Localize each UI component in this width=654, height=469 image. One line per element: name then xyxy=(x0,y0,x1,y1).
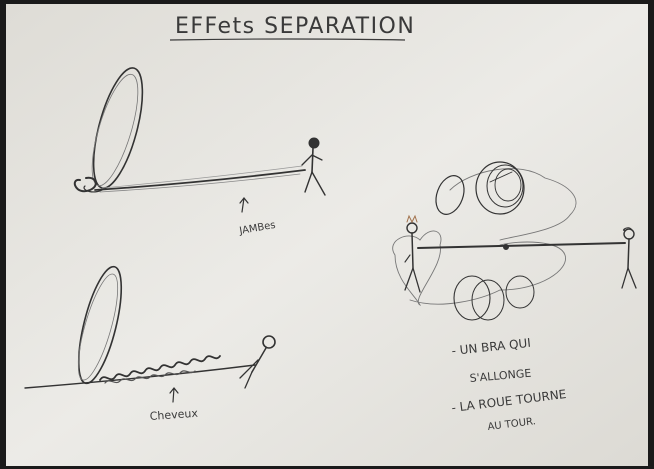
wheel-hub xyxy=(504,245,509,250)
figure-head xyxy=(309,138,319,148)
page-title: EFFets SEPARATION xyxy=(175,14,415,39)
